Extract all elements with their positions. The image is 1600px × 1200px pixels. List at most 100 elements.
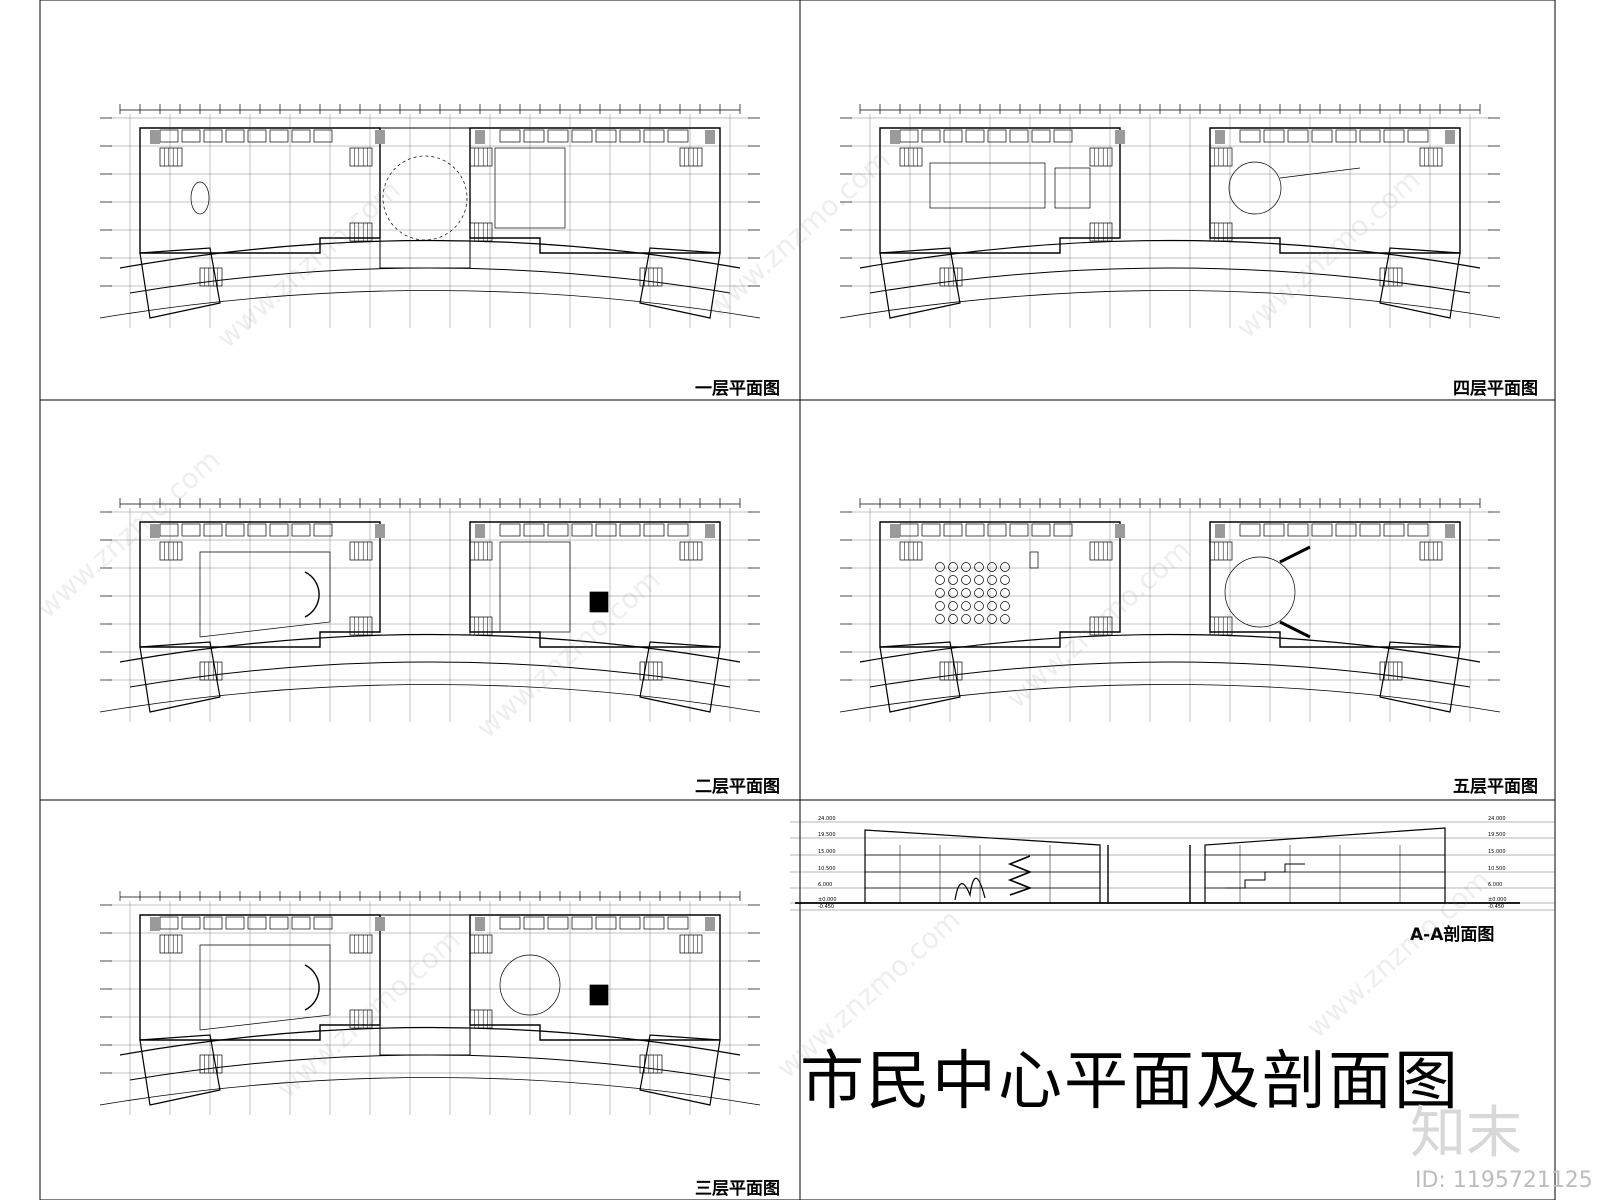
stair-box bbox=[349, 222, 373, 242]
seat-circle bbox=[948, 575, 958, 585]
room bbox=[1407, 129, 1429, 143]
image-id: ID: 1195721125 bbox=[1415, 1168, 1593, 1193]
stair-core bbox=[1419, 541, 1443, 561]
stair-box bbox=[939, 267, 963, 287]
left-wing bbox=[139, 641, 221, 713]
seat-circle bbox=[974, 575, 984, 585]
room bbox=[619, 129, 641, 143]
seat-circle bbox=[948, 588, 958, 598]
panel-frame bbox=[39, 0, 801, 401]
left-block-outline bbox=[139, 127, 381, 254]
room bbox=[965, 129, 985, 143]
stair-box bbox=[1379, 661, 1403, 681]
seat-circle bbox=[974, 562, 984, 572]
panel-label-floor-4: 四层平面图 bbox=[1453, 379, 1538, 399]
axis-grid bbox=[110, 114, 750, 328]
room bbox=[1383, 129, 1405, 143]
room bbox=[899, 523, 919, 537]
hatched-shaft bbox=[890, 130, 900, 144]
hatched-shaft bbox=[1445, 130, 1455, 144]
round-hall bbox=[382, 155, 468, 241]
stair-box bbox=[159, 934, 183, 954]
central-hall bbox=[379, 914, 471, 1056]
curved-edge bbox=[839, 684, 1501, 713]
hatched-shaft bbox=[705, 917, 715, 931]
stair-box bbox=[469, 222, 493, 242]
elevation-label: -0.450 bbox=[818, 904, 834, 910]
stair-box bbox=[1209, 147, 1233, 167]
stair-core bbox=[349, 147, 373, 167]
stair-core bbox=[899, 147, 923, 167]
stair-core bbox=[639, 1054, 663, 1074]
seat-circle bbox=[948, 614, 958, 624]
elevation-label: ±0.000 bbox=[818, 897, 837, 903]
large-hall bbox=[929, 162, 1046, 209]
curved-edge bbox=[839, 290, 1501, 319]
room bbox=[987, 523, 1007, 537]
curved-stair bbox=[304, 964, 320, 1011]
room bbox=[643, 129, 665, 143]
hatched-shaft bbox=[475, 917, 485, 931]
stair-box bbox=[469, 1009, 493, 1029]
curved-facade bbox=[119, 633, 741, 663]
seat-circle bbox=[974, 601, 984, 611]
seat-circle bbox=[1000, 562, 1010, 572]
room bbox=[547, 523, 569, 537]
seat-circle bbox=[987, 588, 997, 598]
curved-facade bbox=[119, 239, 741, 269]
room bbox=[291, 523, 311, 537]
room bbox=[643, 916, 665, 930]
room bbox=[203, 916, 223, 930]
seat-circle bbox=[961, 588, 971, 598]
room bbox=[595, 129, 617, 143]
room bbox=[921, 129, 941, 143]
stair-core bbox=[349, 222, 373, 242]
room bbox=[619, 916, 641, 930]
stair-core bbox=[469, 1009, 493, 1029]
hatched-shaft bbox=[475, 130, 485, 144]
hatched-shaft bbox=[375, 524, 385, 538]
seat-circle bbox=[948, 562, 958, 572]
right-wing bbox=[1379, 641, 1461, 713]
room bbox=[181, 916, 201, 930]
stair-core bbox=[199, 1054, 223, 1074]
room bbox=[943, 523, 963, 537]
axis-grid bbox=[110, 508, 750, 722]
axis-grid bbox=[850, 508, 1490, 722]
elevation-label: 6.000 bbox=[1488, 882, 1502, 888]
seating-grid bbox=[935, 562, 1010, 624]
right-wing bbox=[1379, 247, 1461, 319]
room bbox=[1031, 523, 1051, 537]
stair-box bbox=[1089, 541, 1113, 561]
sheet-title: 市民中心平面及剖面图 bbox=[800, 1045, 1460, 1119]
right-block-outline bbox=[469, 127, 721, 254]
room bbox=[203, 129, 223, 143]
room bbox=[499, 523, 521, 537]
hall-room bbox=[494, 147, 566, 229]
stair-box bbox=[469, 147, 493, 167]
stair-box bbox=[939, 661, 963, 681]
room bbox=[203, 523, 223, 537]
seat-circle bbox=[987, 601, 997, 611]
room bbox=[899, 129, 919, 143]
stair-box bbox=[159, 541, 183, 561]
left-wing bbox=[139, 247, 221, 319]
panel-label-floor-3: 三层平面图 bbox=[695, 1179, 780, 1199]
seat-circle bbox=[935, 575, 945, 585]
seat-circle bbox=[987, 575, 997, 585]
stair-core bbox=[159, 934, 183, 954]
stair-core bbox=[1419, 147, 1443, 167]
seat-circle bbox=[987, 614, 997, 624]
right-wing bbox=[639, 247, 721, 319]
room bbox=[921, 523, 941, 537]
hatched-shaft bbox=[375, 917, 385, 931]
hall-room bbox=[499, 541, 571, 633]
stair-core bbox=[679, 541, 703, 561]
stair-core bbox=[639, 661, 663, 681]
elevation-label: -0.450 bbox=[1488, 904, 1504, 910]
room bbox=[965, 523, 985, 537]
room bbox=[499, 916, 521, 930]
right-block-outline bbox=[469, 521, 721, 648]
stair-box bbox=[1419, 541, 1443, 561]
room bbox=[1383, 523, 1405, 537]
